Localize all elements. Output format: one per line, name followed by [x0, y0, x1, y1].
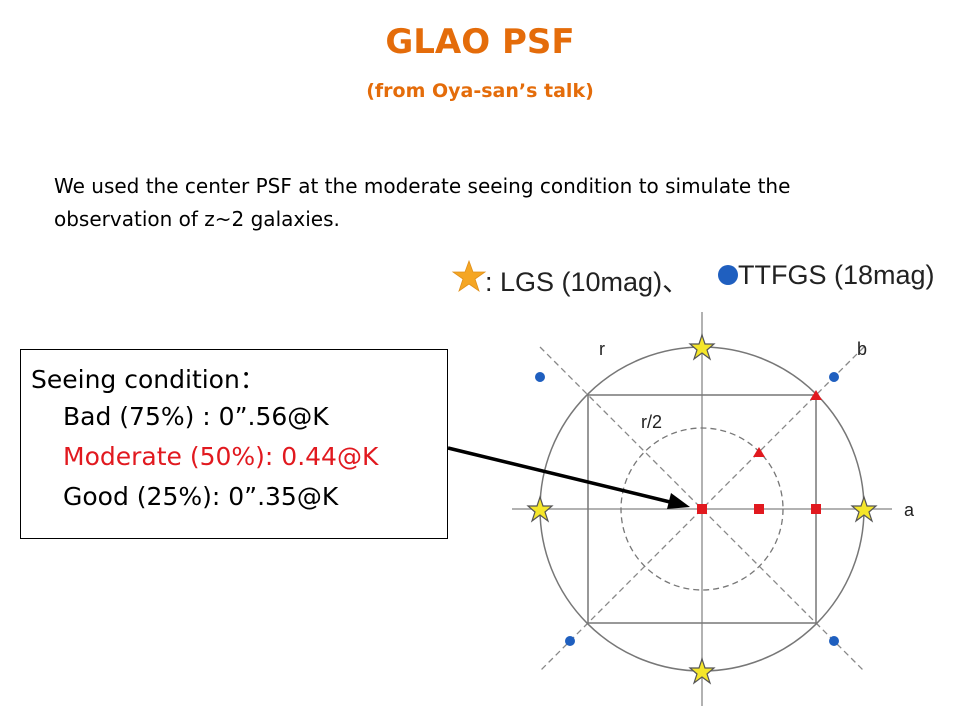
label-b: b [857, 339, 867, 359]
slide-subtitle: (from Oya-san’s talk) [366, 80, 594, 102]
legend-tt-label: TTFGS (18mag) [738, 260, 935, 290]
arrowhead-icon [667, 493, 690, 509]
tt-star-dot [829, 372, 839, 382]
psf-point-triangle [753, 447, 765, 457]
label-a: a [904, 500, 915, 520]
lgs-star-icon [850, 495, 878, 523]
tt-star-dot [829, 636, 839, 646]
seeing-title: Seeing condition： [31, 365, 265, 394]
legend-dot-icon [718, 265, 738, 285]
legend-lgs-label: : LGS (10mag)、 [485, 267, 690, 297]
psf-point-square [754, 504, 764, 514]
label-r-half: r/2 [641, 412, 662, 432]
inner-dashed-circle [620, 427, 784, 591]
seeing-good: Good (25%): 0”.35@K [63, 482, 339, 511]
lgs-star-icon [688, 333, 716, 361]
seeing-moderate: Moderate (50%): 0.44@K [63, 442, 379, 471]
pointer-arrow [447, 446, 671, 504]
psf-point-square [811, 504, 821, 514]
psf-point-center [697, 504, 707, 514]
lgs-star-icon [688, 657, 716, 685]
tt-star-dot [565, 636, 575, 646]
tt-star-dot [535, 372, 545, 382]
seeing-condition-box: Seeing condition： Bad (75%) : 0”.56@K Mo… [20, 349, 448, 539]
diagonal-dashed-line [539, 346, 865, 672]
seeing-bad: Bad (75%) : 0”.56@K [63, 402, 329, 431]
label-r: r [599, 339, 605, 359]
lgs-star-icon [526, 495, 554, 523]
diagonal-dashed-line [539, 346, 865, 672]
slide-title: GLAO PSF [385, 22, 575, 62]
intro-text: We used the center PSF at the moderate s… [54, 174, 791, 231]
legend-star-icon [451, 259, 487, 293]
psf-point-triangle [810, 390, 822, 400]
